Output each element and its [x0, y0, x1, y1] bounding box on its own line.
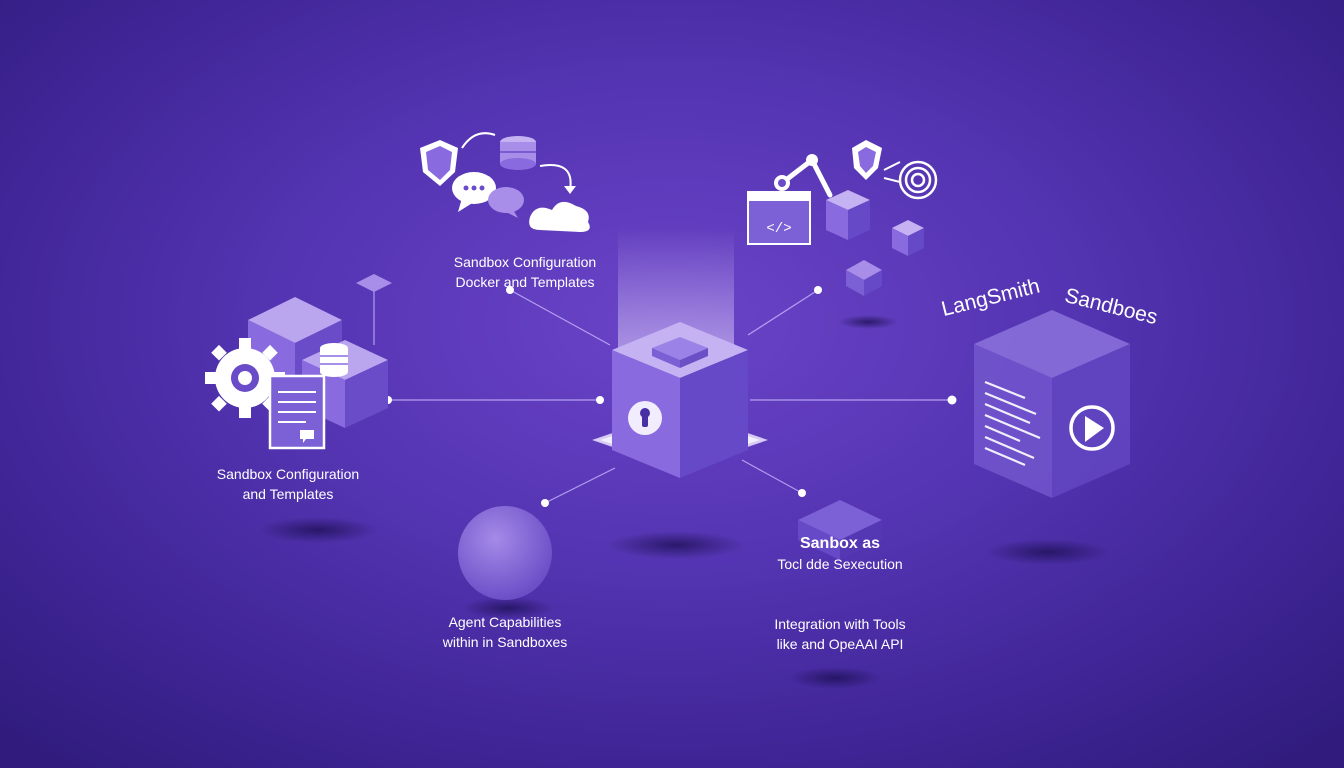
- document-icon: [268, 374, 326, 450]
- cloud-icon: [529, 201, 590, 232]
- svg-text:</>: </>: [766, 221, 791, 237]
- database-icon: [320, 343, 348, 377]
- sphere-shape: [458, 506, 552, 600]
- shield-icon: [852, 140, 882, 180]
- play-icon: [1069, 405, 1115, 451]
- gear-icon: [205, 338, 285, 418]
- code-window-icon: </>: [747, 191, 811, 245]
- shield-icon: [420, 140, 458, 186]
- top-right-icon-cluster: </>: [747, 140, 938, 296]
- label-bottom-left: Agent Capabilities within in Sandboxes: [442, 614, 568, 650]
- connector-bottom-left: [544, 467, 616, 504]
- label-bottom-right: Integration with Tools like and OpeAAI A…: [774, 616, 906, 652]
- arrow-icon: [461, 132, 496, 149]
- connector-bottom-right: [741, 459, 803, 494]
- left-cube-cluster: [205, 274, 392, 450]
- floor-shadows: [258, 315, 1110, 689]
- connector-top-left: [509, 289, 611, 346]
- chat-bubble-icon: [452, 172, 524, 218]
- central-sandbox-cube: [592, 322, 768, 478]
- code-lines: [984, 380, 1041, 467]
- label-left: Sandbox Configuration and Templates: [216, 466, 360, 502]
- top-left-icon-cluster: [420, 132, 590, 232]
- label-bottom-mid: Sanbox as Tocl dde Sexecution: [777, 535, 903, 572]
- right-glass-cube: [974, 310, 1130, 498]
- label-top: Sandbox Configuration Docker and Templat…: [453, 254, 597, 290]
- connector-top-right: [747, 289, 819, 336]
- robot-arm-icon: [779, 157, 833, 198]
- bottom-mid-cube: [798, 500, 882, 560]
- arrow-icon: [539, 164, 572, 191]
- database-icon: [500, 136, 536, 170]
- keyhole-icon: [628, 401, 662, 435]
- fingerprint-icon: [898, 160, 938, 200]
- connector-lines: [373, 283, 952, 504]
